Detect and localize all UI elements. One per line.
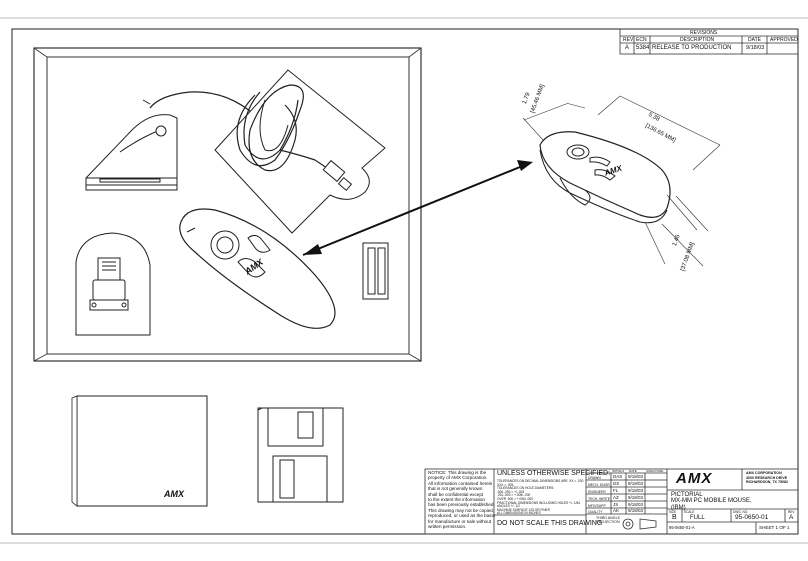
manual-logo: AMX <box>164 489 184 499</box>
sign-init-mfg: JS <box>613 502 619 507</box>
sign-init-mech: DS <box>613 481 620 486</box>
sign-role-tech: TECH. WRITE <box>588 497 611 501</box>
sign-role-mfg: MFG/SUPP. <box>588 504 607 508</box>
company-address: AMX CORPORATION 3000 RESEARCH DRIVE RICH… <box>746 471 788 485</box>
date-header: DATE <box>629 469 637 473</box>
battery-slots <box>362 242 389 300</box>
file-name: 95-0650-01-A <box>669 525 695 530</box>
scale-value: FULL <box>690 515 705 521</box>
mouse-top-view <box>179 208 336 329</box>
sign-init-engineer: FL <box>613 488 619 493</box>
title-block-frame <box>424 468 799 535</box>
description-col-header: DESCRIPTION <box>680 37 715 43</box>
unless-specified: UNLESS OTHERWISE SPECIFIED: <box>497 470 611 477</box>
db9-adapter <box>75 232 151 336</box>
revisions-title: REVISIONS <box>690 30 718 36</box>
sign-init-quality: AK <box>613 508 620 513</box>
sign-date-drawn: 9/18/03 <box>628 474 644 479</box>
rev-value: A <box>789 514 794 521</box>
sign-role-quality: QUALITY <box>588 510 603 514</box>
revision-description: RELEASE TO PRODUCTION <box>652 45 732 51</box>
sign-init-tech: AZ <box>613 495 619 500</box>
revisions-frame <box>619 28 799 55</box>
rev-col-header: REV <box>623 37 634 43</box>
sign-date-tech: 9/18/03 <box>628 495 644 500</box>
sign-role-mech: MECH. ENGR. <box>588 483 611 487</box>
part-title: PICTORIAL MX-MM PC MOBILE MOUSE, (IBM) <box>671 492 752 511</box>
initials-header: INITIALS <box>612 469 625 473</box>
projection-label: THIRD ANGLE PROJECTION <box>596 516 620 525</box>
tolerance-notes: TOLERANCES ON DECIMAL DIMENSIONS ARE: XX… <box>497 479 584 516</box>
sign-date-quality: 9/18/03 <box>628 508 644 513</box>
sheet-count: SHEET 1 OF 1 <box>759 525 790 530</box>
approved-col-header: APPROVED <box>770 37 798 43</box>
signature-header: SIGNATURE <box>646 469 664 473</box>
sign-date-mech: 9/18/03 <box>628 481 644 486</box>
revision-ecn: 5384 <box>636 45 650 51</box>
leader-arrow <box>302 160 533 256</box>
dimension-lines <box>522 95 721 267</box>
revision-date: 9/18/03 <box>746 45 765 51</box>
sign-date-mfg: 9/18/03 <box>628 502 644 507</box>
projection-symbol <box>622 518 657 530</box>
size-value: B <box>672 514 677 521</box>
revision-rev: A <box>625 45 630 51</box>
cable-sheet <box>214 69 386 234</box>
drawing-border <box>11 28 799 535</box>
date-col-header: DATE <box>748 37 761 43</box>
do-not-scale: DO NOT SCALE THIS DRAWING <box>497 520 603 527</box>
packaging-tray <box>33 47 422 362</box>
size-label: SIZE <box>669 510 677 514</box>
notice-text: NOTICE: This drawing is the property of … <box>428 470 495 530</box>
manual-sheet <box>71 395 208 507</box>
sign-date-engineer: 9/18/03 <box>628 488 644 493</box>
receiver-cradle <box>85 91 261 191</box>
title-block-logo: AMX <box>676 470 713 487</box>
sign-init-drawn: DAS <box>613 474 623 479</box>
dwg-label: DWG. NO. <box>733 510 749 514</box>
floppy-disk <box>257 407 344 503</box>
scale-label: SCALE <box>684 510 695 514</box>
sign-role-drawn: DRAWN <box>588 476 601 480</box>
rev-label: REV <box>788 510 795 514</box>
sign-role-engineer: ENGINEER <box>588 490 606 494</box>
drawing-number: 95-0650-01 <box>735 514 769 521</box>
mouse-iso-view <box>539 131 671 224</box>
ecn-col-header: ECN <box>636 37 647 43</box>
